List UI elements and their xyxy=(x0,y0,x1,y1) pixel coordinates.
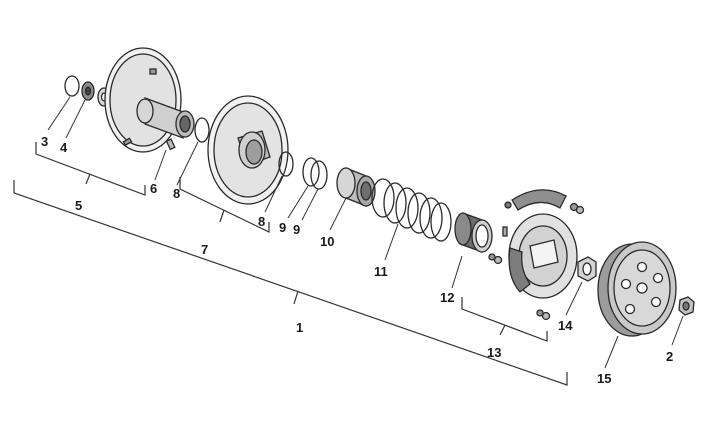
bracket-group-13 xyxy=(461,297,548,342)
part-fixed-pulley xyxy=(104,47,195,153)
part-o-ring-right xyxy=(278,151,294,177)
part-clutch-shoe-assembly xyxy=(488,189,585,321)
part-spring xyxy=(371,178,452,242)
callout-8a: 8 xyxy=(173,186,180,201)
callout-10: 10 xyxy=(320,234,334,249)
callout-5: 5 xyxy=(75,198,82,213)
callout-9a: 9 xyxy=(279,220,286,235)
part-o-ring-left xyxy=(194,117,210,143)
bracket-group-5 xyxy=(35,142,146,196)
callout-4: 4 xyxy=(60,140,68,155)
part-clutch-drum xyxy=(597,241,677,337)
callout-11: 11 xyxy=(374,264,388,279)
callout-2: 2 xyxy=(666,349,673,364)
callout-7: 7 xyxy=(201,242,208,257)
part-thick-ring xyxy=(454,212,493,253)
callout-3: 3 xyxy=(41,134,48,149)
callout-14: 14 xyxy=(558,318,573,333)
callout-numbers: 1 2 3 4 5 6 7 8 8 9 9 10 11 12 13 14 15 xyxy=(41,134,673,386)
callout-15: 15 xyxy=(597,371,611,386)
callout-9b: 9 xyxy=(293,222,300,237)
part-bearing xyxy=(81,81,95,101)
callout-6: 6 xyxy=(150,181,157,196)
callout-1: 1 xyxy=(296,320,303,335)
part-pin xyxy=(165,138,176,151)
callout-8b: 8 xyxy=(258,214,265,229)
callout-13: 13 xyxy=(487,345,501,360)
part-nut xyxy=(577,256,597,282)
part-end-nut xyxy=(678,296,695,316)
part-rings xyxy=(302,157,328,190)
part-sleeve xyxy=(336,167,376,207)
part-circlip xyxy=(64,75,80,97)
bracket-group-7 xyxy=(179,177,270,233)
bracket-group-1 xyxy=(13,180,568,386)
callout-12: 12 xyxy=(440,290,454,305)
part-movable-pulley xyxy=(207,95,289,205)
